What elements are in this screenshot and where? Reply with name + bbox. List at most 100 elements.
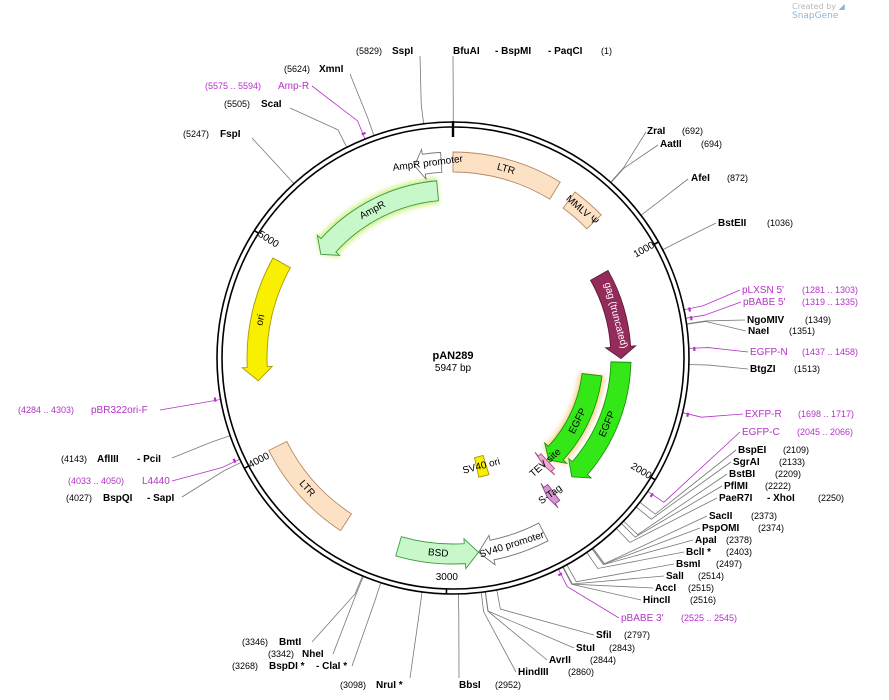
- enzyme-label: ZraI: [647, 126, 666, 137]
- feature-ori: ori: [241, 257, 291, 382]
- enzyme-pos: (2497): [716, 559, 742, 569]
- enzyme-label: NgoMIV: [747, 315, 785, 326]
- enzyme-pos: (2403): [726, 547, 752, 557]
- tick-label: 3000: [436, 572, 459, 583]
- feature-arrow: [268, 440, 353, 532]
- enzyme-label: HincII: [643, 595, 670, 606]
- enzyme-label: AflIII: [97, 454, 119, 465]
- enzyme-label: - XhoI: [767, 493, 795, 504]
- feature-label: ori: [254, 313, 267, 326]
- enzyme-label: BstEII: [718, 218, 747, 229]
- enzyme-label: BtgZI: [750, 364, 776, 375]
- primer-label: EXFP-R: [745, 409, 782, 420]
- enzyme-label: SalI: [666, 571, 684, 582]
- enzyme-pos: (5247): [183, 129, 209, 139]
- enzyme-label: HindIII: [518, 667, 549, 678]
- enzyme-label: ScaI: [261, 99, 282, 110]
- primer-label: EGFP-C: [742, 427, 780, 438]
- feature-sv40prom: SV40 promoter: [477, 522, 549, 566]
- connector-line: [682, 412, 744, 418]
- enzyme-pos: (1349): [805, 315, 831, 325]
- primer-range: (4033 .. 4050): [68, 476, 124, 486]
- feature-mmlv: MMLV Ψ: [562, 191, 602, 230]
- enzyme-pos: (2373): [751, 511, 777, 521]
- connector-line: [332, 575, 364, 655]
- enzyme-pos: (5505): [224, 99, 250, 109]
- enzyme-label: XmnI: [319, 64, 344, 75]
- enzyme-pos: (5624): [284, 64, 310, 74]
- connector-line: [566, 563, 675, 583]
- enzyme-label: BstBI: [729, 469, 755, 480]
- primer-range: (1319 .. 1335): [802, 297, 858, 307]
- enzyme-pos: (2844): [590, 655, 616, 665]
- feature-tev: TEV site: [528, 446, 564, 480]
- enzyme-label: BspDI *: [269, 661, 305, 672]
- feature-egfp-1: EGFP: [567, 361, 632, 479]
- tick-label: 5000: [256, 229, 281, 251]
- enzyme-pos: (2514): [698, 571, 724, 581]
- enzyme-pos: (2374): [758, 523, 784, 533]
- feature-arrow: [589, 269, 637, 360]
- enzyme-pos: (1): [601, 46, 612, 56]
- enzyme-pos: (2952): [495, 680, 521, 690]
- primer-range: (4284 .. 4303): [18, 405, 74, 415]
- enzyme-pos: (2250): [818, 493, 844, 503]
- enzyme-label: PspOMI: [702, 523, 739, 534]
- primer-mark: [213, 397, 217, 402]
- enzyme-pos: (2843): [609, 643, 635, 653]
- enzyme-label: AvrII: [549, 655, 571, 666]
- feature-egfp-2: EGFP: [542, 373, 605, 466]
- connector-line: [685, 301, 742, 319]
- connector-lines: [159, 55, 749, 679]
- primer-label: pLXSN 5': [742, 285, 784, 296]
- feature-ampr: AmpR: [315, 177, 439, 258]
- primer-label: pBR322ori-F: [91, 405, 148, 416]
- primer-range: (2045 .. 2066): [797, 427, 853, 437]
- enzyme-label: PaeR7I: [719, 493, 753, 504]
- feature-stag: S-Tag: [537, 482, 564, 509]
- primer-mark: [686, 412, 690, 418]
- enzyme-label: - ClaI *: [316, 661, 347, 672]
- connector-line: [591, 539, 694, 566]
- feature-arrow: [452, 151, 561, 200]
- feature-arrow: [241, 257, 291, 382]
- tick-mark: [653, 240, 660, 246]
- connector-line: [480, 591, 517, 673]
- primer-label: EGFP-N: [750, 347, 788, 358]
- primer-label: Amp-R: [278, 81, 309, 92]
- enzyme-label: NheI: [302, 649, 324, 660]
- primer-labels: (5575 .. 5594) Amp-R pLXSN 5' (1281 .. 1…: [18, 81, 858, 624]
- feature-arrow: [414, 147, 443, 181]
- connector-line: [181, 461, 242, 498]
- enzyme-label: - PaqCI: [548, 46, 583, 57]
- enzyme-pos: (2109): [783, 445, 809, 455]
- enzyme-label: - PciI: [137, 454, 161, 465]
- primer-mark: [232, 458, 237, 464]
- enzyme-pos: (2797): [624, 630, 650, 640]
- enzyme-pos: (2222): [765, 481, 791, 491]
- connector-line: [639, 449, 737, 515]
- connector-line: [688, 364, 749, 370]
- enzyme-label: BclI *: [686, 547, 711, 558]
- enzyme-pos: (1351): [789, 326, 815, 336]
- primer-label: L4440: [142, 476, 170, 487]
- primer-label: pBABE 3': [621, 613, 664, 624]
- enzyme-label: AfeI: [691, 173, 710, 184]
- enzyme-pos: (2860): [568, 667, 594, 677]
- feature-sv40ori: SV40 ori: [461, 454, 501, 478]
- feature-ltr-2: LTR: [268, 440, 353, 532]
- enzyme-pos: (2378): [726, 535, 752, 545]
- feature-arrow: [540, 482, 561, 509]
- tick-label: 4000: [247, 450, 272, 470]
- enzyme-label: - SapI: [147, 493, 174, 504]
- enzyme-pos: (2515): [688, 583, 714, 593]
- enzyme-label: BmtI: [279, 637, 301, 648]
- connector-line: [351, 582, 382, 667]
- enzyme-pos: (2209): [775, 469, 801, 479]
- enzyme-pos: (3346): [242, 637, 268, 647]
- enzyme-label: PflMI: [724, 481, 748, 492]
- enzyme-pos: (4143): [61, 454, 87, 464]
- connector-line: [484, 591, 548, 661]
- enzyme-pos: (3098): [340, 680, 366, 690]
